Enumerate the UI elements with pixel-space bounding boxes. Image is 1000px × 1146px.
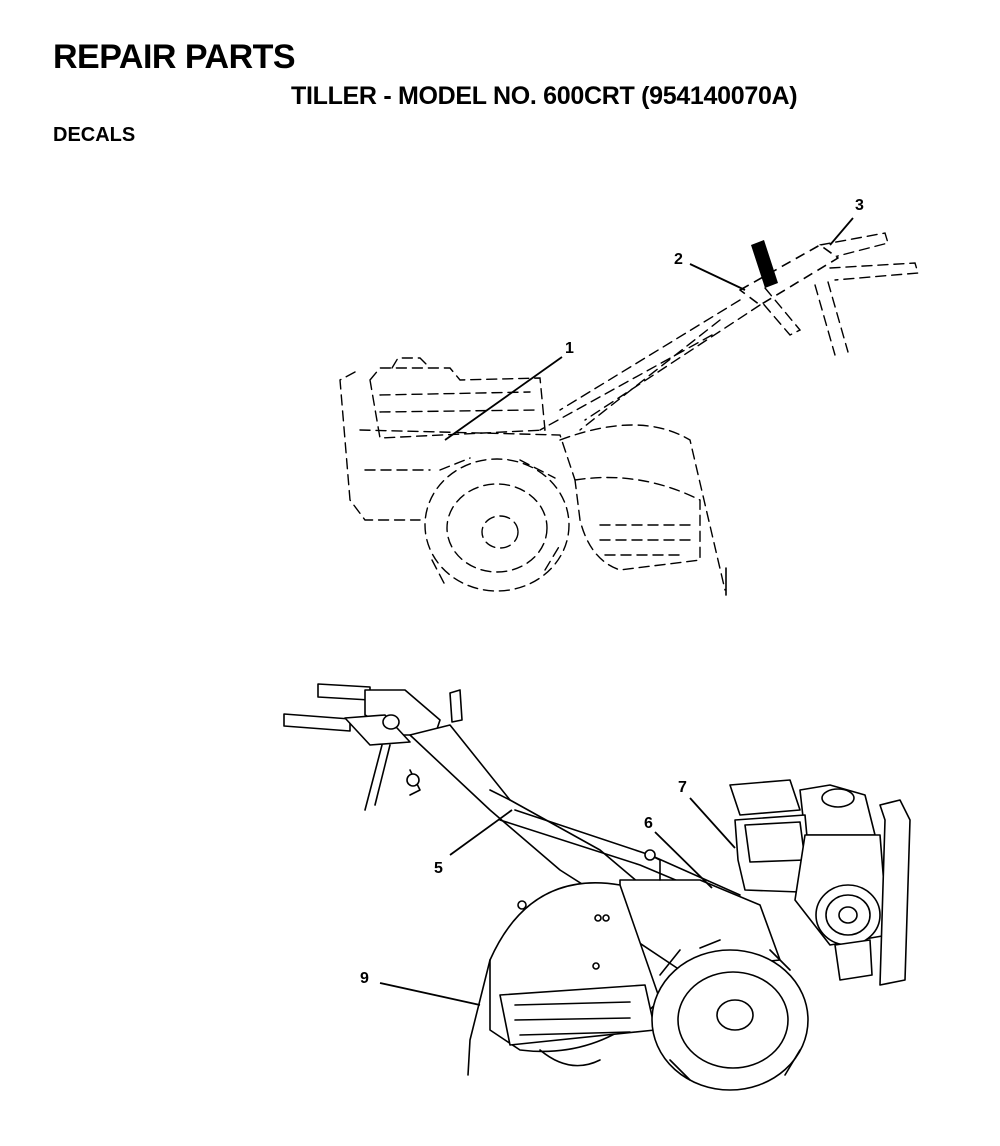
page-title: REPAIR PARTS [53, 38, 296, 76]
svg-text:3: 3 [855, 197, 864, 214]
tiller-rear-view [339, 232, 919, 596]
svg-text:6: 6 [644, 815, 653, 832]
svg-text:7: 7 [678, 779, 687, 796]
model-subtitle: TILLER - MODEL NO. 600CRT (954140070A) [291, 82, 798, 110]
callout-3: 3 [829, 197, 864, 246]
svg-text:2: 2 [674, 251, 683, 268]
callout-6: 6 [644, 815, 713, 889]
svg-text:5: 5 [434, 860, 443, 877]
svg-text:1: 1 [565, 340, 574, 357]
section-heading: DECALS [53, 124, 136, 146]
svg-text:9: 9 [360, 970, 369, 987]
callout-9: 9 [360, 970, 481, 1006]
callout-5: 5 [434, 809, 513, 877]
tiller-front-view [283, 683, 911, 1091]
callout-2: 2 [674, 251, 746, 291]
callout-7: 7 [678, 779, 736, 849]
callout-1: 1 [444, 340, 574, 441]
